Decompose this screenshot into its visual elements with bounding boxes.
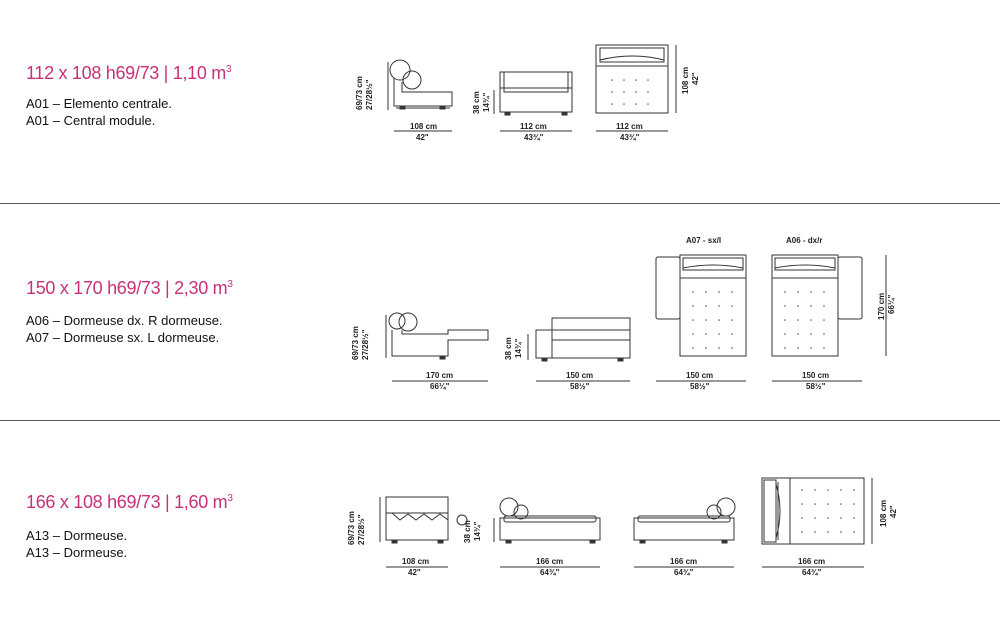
section-3-top-view <box>761 477 865 545</box>
section-1-title-sup: 3 <box>226 64 232 75</box>
s3-depth-in: 42" <box>889 505 898 518</box>
section-1-front-view <box>499 71 573 116</box>
section-2-top-view-a07 <box>655 254 747 357</box>
section-2-title: 150 x 170 h69/73 | 2,30 m3 <box>26 278 233 299</box>
section-3-front-view-2 <box>633 497 736 544</box>
s3-w4-cm: 166 cm <box>798 557 825 566</box>
s3-height-in: 27/28½" <box>357 514 366 545</box>
s2-height-in: 27/28½" <box>361 329 370 360</box>
section-1-description: A01 – Elemento centrale. A01 – Central m… <box>26 95 172 129</box>
section-3-title-sup: 3 <box>227 493 233 504</box>
s2-w4-in: 58½" <box>806 382 826 391</box>
s3-w2-in: 64¾" <box>540 568 560 577</box>
section-1-top-view <box>595 44 669 114</box>
s1-w1-cm: 108 cm <box>410 122 437 131</box>
section-2-title-sup: 3 <box>227 279 233 290</box>
s2-depth-in: 66¼" <box>887 294 896 314</box>
s3-w4-in: 64¾" <box>802 568 822 577</box>
section-2-title-text: 150 x 170 h69/73 | 2,30 m <box>26 278 228 298</box>
s1-w2-in: 43¾" <box>524 133 544 142</box>
section-2-top-view-a06 <box>771 254 863 357</box>
section-1-title: 112 x 108 h69/73 | 1,10 m3 <box>26 63 232 84</box>
s1-height-cm: 69/73 cm <box>355 76 364 110</box>
s1-seat-in: 14¾" <box>482 92 491 112</box>
s3-w3-in: 64¾" <box>674 568 694 577</box>
section-1-side-view <box>389 59 453 110</box>
section-3-line-2: A13 – Dormeuse. <box>26 545 128 560</box>
section-3-description: A13 – Dormeuse. A13 – Dormeuse. <box>26 527 127 561</box>
s3-seat-cm: 38 cm <box>463 520 472 543</box>
s1-seat-cm: 38 cm <box>472 91 481 114</box>
section-2-a07-tufting <box>692 291 733 349</box>
s1-w1-in: 42" <box>416 133 429 142</box>
s1-depth-in: 42" <box>691 72 700 85</box>
s1-depth-cm: 108 cm <box>681 67 690 94</box>
section-3-side-view <box>385 496 468 544</box>
section-3-title: 166 x 108 h69/73 | 1,60 m3 <box>26 492 233 513</box>
s3-height-cm: 69/73 cm <box>347 511 356 545</box>
s2-seat-cm: 38 cm <box>504 337 513 360</box>
section-2-description: A06 – Dormeuse dx. R dormeuse. A07 – Dor… <box>26 312 223 346</box>
s3-w1-in: 42" <box>408 568 421 577</box>
s2-w4-cm: 150 cm <box>802 371 829 380</box>
s2-w3-cm: 150 cm <box>686 371 713 380</box>
s2-w1-cm: 170 cm <box>426 371 453 380</box>
section-1-top-tufting <box>611 79 649 105</box>
s3-w3-cm: 166 cm <box>670 557 697 566</box>
section-2-front-view <box>535 317 631 362</box>
s1-height-in: 27/28½" <box>365 79 374 110</box>
s1-w3-in: 43¾" <box>620 133 640 142</box>
section-3-title-text: 166 x 108 h69/73 | 1,60 m <box>26 492 228 512</box>
section-divider-2 <box>0 420 1000 421</box>
section-3-front-view-1 <box>499 497 601 544</box>
section-1-line-it: A01 – Elemento centrale. <box>26 96 172 111</box>
s2-w2-in: 58½" <box>570 382 590 391</box>
label-a07: A07 - sx/l <box>686 236 721 245</box>
s3-seat-in: 14¾" <box>473 521 482 541</box>
label-a06: A06 - dx/r <box>786 236 822 245</box>
s2-depth-cm: 170 cm <box>877 293 886 320</box>
s2-height-cm: 69/73 cm <box>351 326 360 360</box>
s3-depth-cm: 108 cm <box>879 500 888 527</box>
section-3-line-1: A13 – Dormeuse. <box>26 528 128 543</box>
section-2-side-view <box>388 312 489 360</box>
s2-w2-cm: 150 cm <box>566 371 593 380</box>
s2-w3-in: 58½" <box>690 382 710 391</box>
section-1-title-text: 112 x 108 h69/73 | 1,10 m <box>26 63 226 83</box>
section-3-top-tufting <box>801 489 855 533</box>
s1-w3-cm: 112 cm <box>616 122 643 131</box>
s2-seat-in: 14¾" <box>514 338 523 358</box>
s3-w1-cm: 108 cm <box>402 557 429 566</box>
section-divider-1 <box>0 203 1000 204</box>
section-1-line-en: A01 – Central module. <box>26 113 156 128</box>
s2-w1-in: 66¼" <box>430 382 450 391</box>
section-2-a06-tufting <box>784 291 825 349</box>
section-2-line-1: A06 – Dormeuse dx. R dormeuse. <box>26 313 223 328</box>
s1-w2-cm: 112 cm <box>520 122 547 131</box>
s3-w2-cm: 166 cm <box>536 557 563 566</box>
section-2-line-2: A07 – Dormeuse sx. L dormeuse. <box>26 330 220 345</box>
